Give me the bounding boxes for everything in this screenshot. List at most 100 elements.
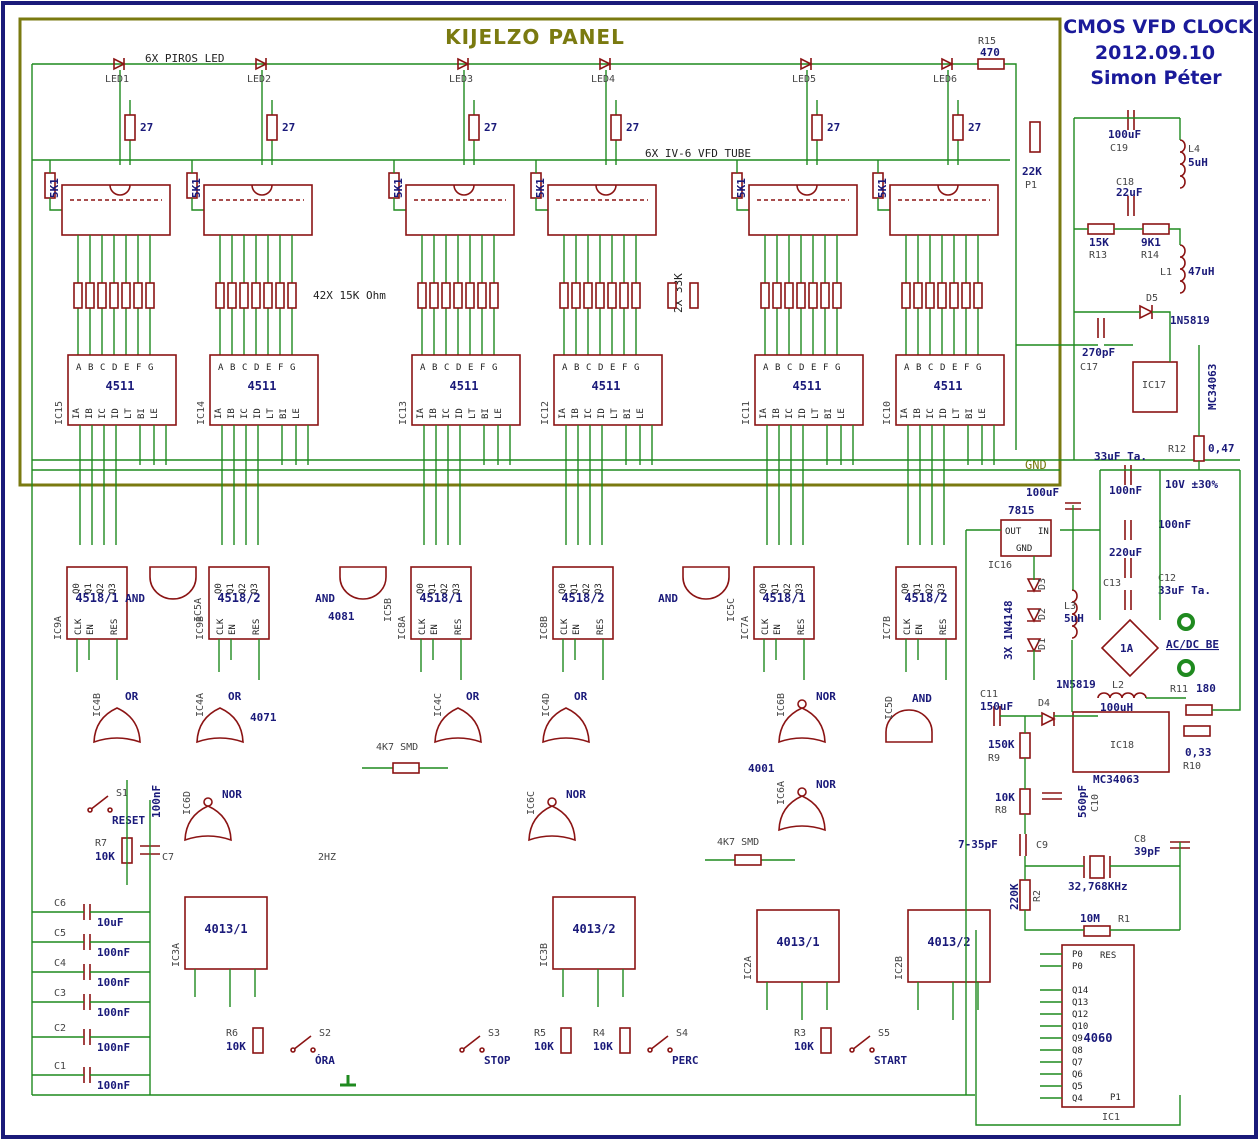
decoder-bottom-pin: IA [900,408,910,419]
and5d-label: AND [912,692,932,705]
decoder-ref: IC14 [196,401,207,425]
flipflop-ic [756,909,840,983]
d4-diode [1041,711,1056,727]
ic1-pin: Q4 [1072,1094,1083,1104]
l1-ref: L1 [1160,267,1172,278]
switch-label: RESET [112,814,145,827]
bridge-rectifier [1100,618,1160,678]
decoder-top-pin: F [136,363,141,373]
grid-resistor [610,114,622,141]
segment-resistor [489,282,499,309]
cap-symbol [83,1067,91,1083]
and-gate-ref: IC5A [193,598,204,622]
decoder-top-pin: A [218,363,224,373]
c8-value: 39pF [1134,845,1161,858]
switch-blade [292,1035,312,1051]
flipflop-wires [766,982,828,1020]
cap-ta-symbol [1124,465,1132,485]
nor-gate-shape [184,805,232,842]
cap-100n-b-symbol [1124,520,1132,540]
switch-ref: S1 [116,788,128,799]
counter-res-pin: RES [454,619,464,635]
segment-resistor [465,282,475,309]
segment-resistor [913,282,923,309]
title-line-2: 2012.09.10 [1095,42,1215,64]
cap-symbol [83,1029,91,1045]
smd2-label: 4K7 SMD [717,837,759,848]
ic1-pin: Q12 [1072,1010,1088,1020]
decoder-top-pin: E [952,363,957,373]
decoder-bottom-pin: LE [150,408,160,419]
cap-ta-value: 33uF Ta. [1094,450,1147,463]
side-wires [535,160,548,211]
counter-q-pin: Q1 [428,583,438,594]
decoder-top-pin: B [432,363,437,373]
flipflop-name: 4013/2 [927,935,970,949]
nor-gate-ref: IC6A [776,781,787,805]
cap-symbol [83,934,91,950]
decoder-name: 4511 [592,379,621,393]
freq-label: 2HZ [318,852,336,863]
nor-gate-4: NOR IC6A [776,778,836,832]
pullup-ref: R7 [95,838,107,849]
counter-res-pin: RES [797,619,807,635]
switch-ref: S5 [878,1028,890,1039]
counter-clk-pin: CLK [216,618,226,635]
and5d-ref: IC5D [884,696,895,720]
decoder-ic [553,354,663,426]
decoder-top-pin: G [634,363,639,373]
counter-q-pin: Q0 [416,583,426,594]
switch-contact [290,1047,296,1053]
ic1-res-pin: RES [1100,951,1116,961]
side-resistor-value: 5K1 [48,178,61,198]
ic1-pin: Q13 [1072,998,1088,1008]
counter-bottom-wires [763,639,805,680]
decoder-top-pin: B [574,363,579,373]
nor-gate-ref: IC6D [182,791,193,815]
decoder-top-pin: A [420,363,426,373]
decoder-bottom-pin: LE [636,408,646,419]
and-gate-5d: AND IC5D [884,692,933,743]
diode-2 [1026,608,1042,623]
r2-ref: R2 [1032,890,1043,902]
decoder-bottom-pin: LT [266,408,276,419]
c18-symbol [1127,196,1135,216]
title-line-3: Simon Péter [1090,67,1222,89]
decoder-bottom-pin: LT [468,408,478,419]
decoder-top-pin: G [492,363,497,373]
switch-label: START [874,1054,907,1067]
or-gate-shape [196,707,244,744]
crystal-plates [1083,856,1111,878]
decoder-bottom-pin: IB [227,408,237,419]
decoder-top-pin: D [799,363,804,373]
ic1-pin: Q5 [1072,1082,1083,1092]
and-part-label: 4081 [328,610,355,623]
switch-ref: S4 [676,1028,688,1039]
counter-name: 4518/2 [217,591,260,605]
led-symbol [255,57,268,71]
or-gate-shape [93,707,141,744]
ic17-value: MC34063 [1206,364,1219,410]
nor-gate-label: NOR [816,778,836,791]
cap-220u-symbol [1124,558,1132,578]
decoder-bottom-pin: BI [137,408,147,419]
segment-resistor [760,282,770,309]
decoder-top-pin: A [763,363,769,373]
decoder-bottom-pin: LE [978,408,988,419]
r12-value: 0,47 [1208,442,1235,455]
nor-bubble [547,797,557,807]
segment-resistor [109,282,119,309]
cap-ref: C7 [162,852,174,863]
grid-wires [947,88,959,165]
counter-en-pin: EN [228,624,238,635]
vfd-tube [889,184,999,236]
